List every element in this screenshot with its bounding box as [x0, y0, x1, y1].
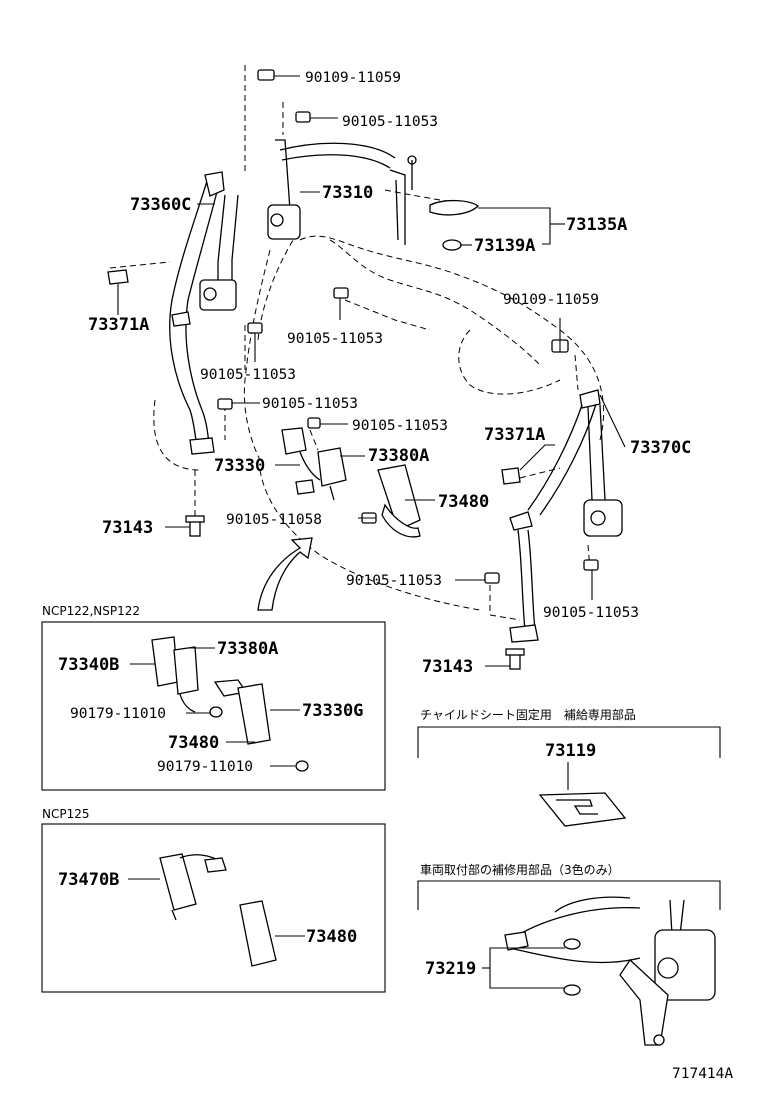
label-73371A-right: 73371A: [484, 425, 545, 445]
label-90105-11053-right: 90105-11053: [543, 605, 639, 621]
box-ncp125: NCP125 73470B 73480: [41, 807, 386, 993]
label-90105-11053-low: 90105-11053: [346, 573, 442, 589]
label-73340B: 73340B: [58, 655, 119, 675]
label-73371A-left: 73371A: [88, 315, 149, 335]
label-73310: 73310: [322, 183, 373, 203]
label-90105-11053-l1: 90105-11053: [200, 367, 296, 383]
box-ncp125-caption: NCP125: [42, 807, 90, 821]
label-73119: 73119: [545, 741, 596, 761]
box-ncp122-caption: NCP122,NSP122: [42, 604, 140, 618]
label-90105-11053-top: 90105-11053: [342, 114, 438, 130]
label-73139A: 73139A: [474, 236, 535, 256]
label-90105-11053-l2: 90105-11053: [262, 396, 358, 412]
label-73330G: 73330G: [302, 701, 363, 721]
child-seat-caption: チャイルドシート固定用 補給専用部品: [420, 707, 636, 722]
label-73330: 73330: [214, 456, 265, 476]
label-90105-11053-c: 90105-11053: [352, 418, 448, 434]
label-box1-73480: 73480: [168, 733, 219, 753]
label-90105-11053-mid: 90105-11053: [287, 331, 383, 347]
diagram-id: 717414A: [672, 1066, 733, 1082]
label-box2-73480: 73480: [306, 927, 357, 947]
label-73135A: 73135A: [566, 215, 627, 235]
label-73143-left: 73143: [102, 518, 153, 538]
repair-section: 車両取付部の補修用部品（3色のみ） 73219: [417, 862, 721, 1046]
label-73380A: 73380A: [368, 446, 429, 466]
main-assembly: 90109-11059 90105-11053 73360C 73310 731…: [88, 65, 691, 677]
box-ncp122: NCP122,NSP122 73340B 73380A 90179-11010 …: [41, 604, 386, 791]
label-73470B: 73470B: [58, 870, 119, 890]
label-73480: 73480: [438, 492, 489, 512]
label-90105-11058: 90105-11058: [226, 512, 322, 528]
label-73143-right: 73143: [422, 657, 473, 677]
label-90179-11010-a: 90179-11010: [70, 706, 166, 722]
label-73360C: 73360C: [130, 195, 191, 215]
label-73370C: 73370C: [630, 438, 691, 458]
label-90109-11059-top: 90109-11059: [305, 70, 401, 86]
label-73219: 73219: [425, 959, 476, 979]
label-90109-11059-right: 90109-11059: [503, 292, 599, 308]
label-box1-73380A: 73380A: [217, 639, 278, 659]
label-90179-11010-b: 90179-11010: [157, 759, 253, 775]
repair-caption: 車両取付部の補修用部品（3色のみ）: [420, 862, 620, 877]
child-seat-section: チャイルドシート固定用 補給専用部品 73119: [417, 707, 721, 827]
